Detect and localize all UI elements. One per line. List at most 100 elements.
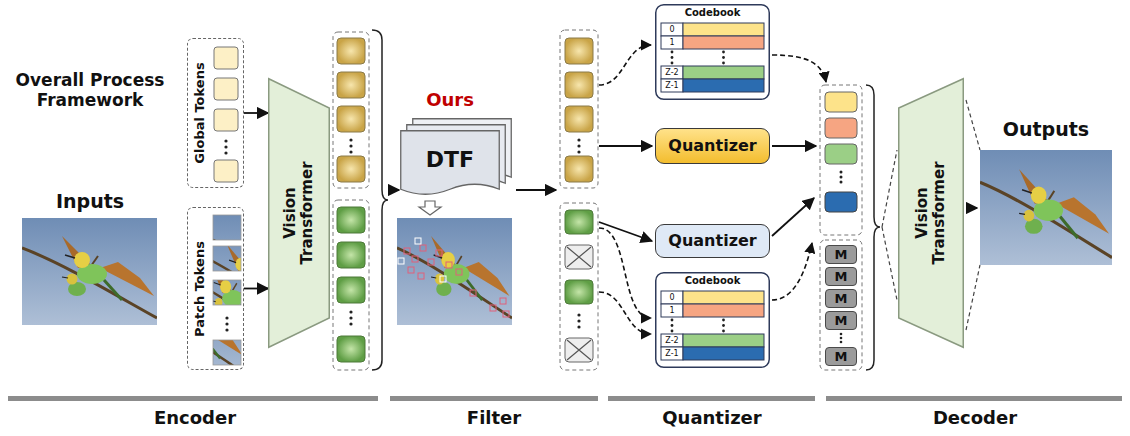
ellipsis-dots	[224, 151, 227, 154]
encoder-output-tokens	[337, 336, 365, 362]
encoder-output-tokens	[333, 30, 388, 370]
ellipsis-dots	[840, 176, 843, 179]
ellipsis-dot	[671, 51, 674, 54]
hollow-down-arrow	[419, 201, 441, 215]
flow-arrows	[388, 189, 399, 191]
filtered-photo	[398, 238, 446, 282]
encoder-output-tokens	[337, 207, 365, 362]
flow-arrow	[244, 112, 268, 114]
filtered-photo	[428, 259, 434, 265]
quantizer-box: Quantizer	[655, 128, 770, 164]
index-cell	[661, 36, 683, 49]
trapezoid-shape	[269, 79, 330, 348]
index-cell	[661, 23, 683, 36]
flow-arrows	[966, 207, 977, 209]
codebook-lookup-arrows	[772, 55, 826, 82]
filtered-photo	[500, 298, 506, 304]
decoder-input-tokens	[820, 240, 862, 370]
ellipsis-dots	[349, 150, 352, 153]
ellipsis-dots	[840, 337, 843, 340]
filtered-tokens	[565, 245, 593, 269]
filtered-photo	[397, 218, 512, 325]
decoder-input-tokens	[820, 85, 862, 235]
stage-bars	[608, 396, 815, 401]
filter-module: OursDTF	[400, 118, 512, 198]
codebook-frame	[656, 273, 770, 368]
encoder-output-tokens	[337, 106, 365, 132]
code-vector	[683, 347, 764, 360]
index-number: 0	[669, 25, 674, 34]
token-group-box: Global Tokens	[187, 38, 244, 188]
codebook-lookup-arrows	[599, 292, 651, 334]
filtered-tokens	[565, 72, 593, 98]
index-cell	[661, 79, 683, 92]
codebook-lookup-arrows	[599, 45, 826, 334]
ellipsis-dot	[722, 62, 725, 65]
code-vector	[683, 23, 764, 36]
output-photo	[966, 100, 980, 330]
ellipsis-dot	[722, 330, 725, 333]
filtered-photo	[436, 250, 442, 256]
filtered-photo	[456, 269, 462, 275]
ellipsis-dot	[722, 56, 725, 59]
ellipsis-dots	[349, 310, 352, 313]
ellipsis-dots	[840, 181, 843, 184]
decoder-input-tokens	[825, 192, 857, 212]
code-vector	[683, 334, 764, 347]
filtered-tokens	[565, 38, 593, 64]
filtered-tokens	[567, 247, 591, 267]
filtered-photo	[503, 311, 509, 317]
patch-thumbnails	[213, 246, 241, 271]
filtered-tokens	[560, 203, 598, 370]
code-vector	[683, 304, 764, 317]
decoder-input-tokens	[825, 118, 857, 138]
output-photo	[966, 100, 1112, 330]
ellipsis-dots	[225, 322, 228, 325]
encoder-output-tokens	[337, 72, 365, 98]
filtered-photo	[404, 248, 410, 254]
mask-token: M	[825, 311, 857, 330]
filtered-photo	[470, 290, 476, 296]
decoder-input-tokens	[882, 150, 897, 300]
index-number: 1	[669, 306, 674, 315]
filtered-photo	[446, 262, 452, 268]
index-number: Z-1	[665, 81, 678, 90]
mask-token: M	[825, 289, 857, 308]
index-cell	[661, 304, 683, 317]
encoder-output-tokens	[337, 277, 365, 303]
box-label: Quantizer	[668, 137, 756, 155]
mask-symbol: M	[835, 313, 848, 328]
ellipsis-dots	[577, 150, 580, 153]
ellipsis-dots	[840, 341, 843, 344]
global-token-squares	[214, 47, 238, 182]
filtered-tokens	[565, 38, 593, 182]
ellipsis-dots	[349, 138, 352, 141]
decoder-input-tokens	[820, 85, 897, 370]
patch-thumbnails	[213, 340, 241, 365]
index-cell	[661, 291, 683, 304]
filtered-photo	[418, 273, 424, 279]
code-vector	[683, 36, 764, 49]
flow-arrows	[772, 198, 814, 236]
encoder-block: Vision Transformer	[268, 78, 330, 348]
mask-symbol: M	[835, 349, 848, 364]
ellipsis-dots	[577, 138, 580, 141]
ellipsis-dot	[671, 62, 674, 65]
mask-token: M	[825, 267, 857, 286]
ellipsis-dot	[722, 51, 725, 54]
code-vector	[683, 291, 764, 304]
input-photo	[22, 218, 157, 325]
codebook-lookup-arrows	[599, 45, 651, 85]
filtered-tokens	[565, 210, 593, 234]
global-token-squares	[214, 109, 238, 131]
filtered-tokens	[565, 280, 593, 304]
ellipsis-dots	[577, 319, 580, 322]
filtered-tokens	[565, 106, 593, 132]
codebook-frame	[656, 5, 770, 100]
codebook-table: Codebook01Z-2Z-1	[655, 4, 770, 100]
codebook-table: Codebook01Z-2Z-1	[655, 272, 770, 368]
token-group-box: Patch Tokens	[187, 207, 244, 370]
ellipsis-dots	[224, 145, 227, 148]
output-photo	[980, 150, 1112, 265]
